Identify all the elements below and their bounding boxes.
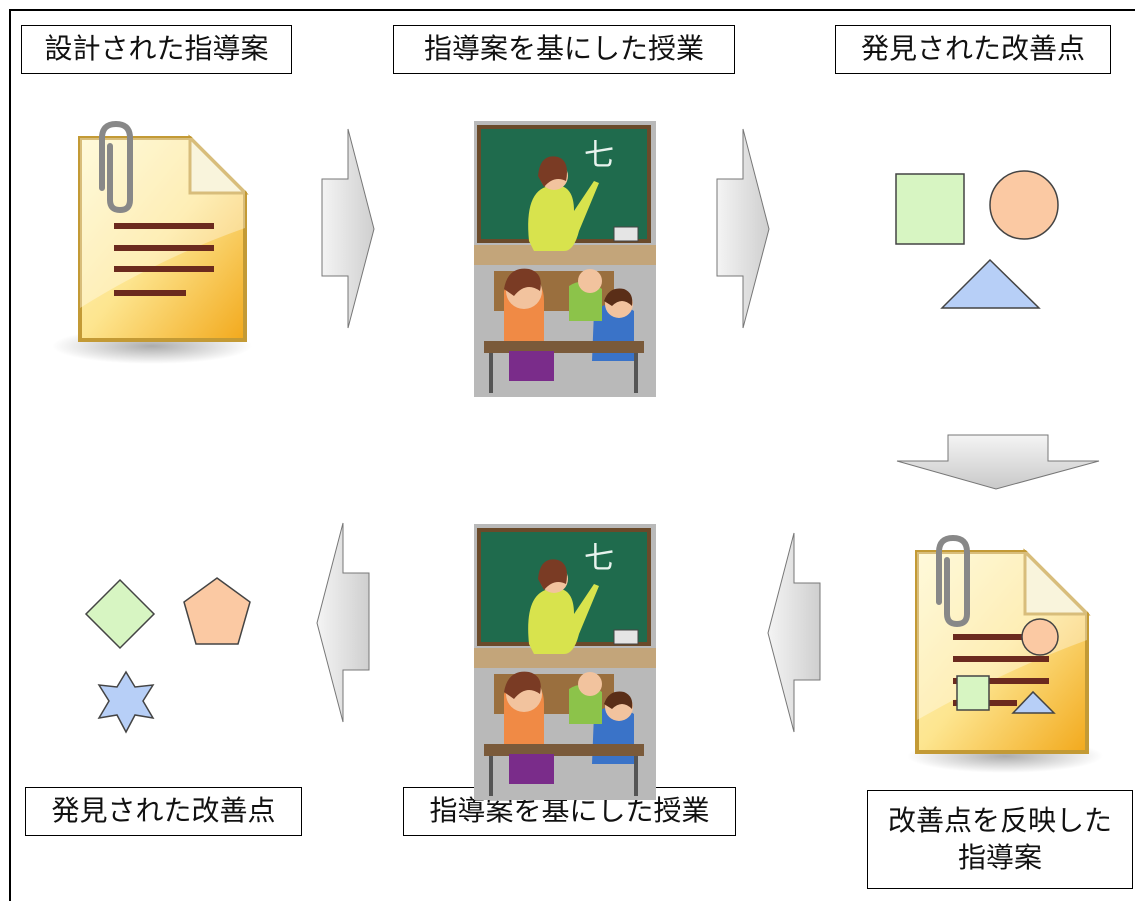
label-revised-plan: 改善点を反映した 指導案 xyxy=(867,790,1133,889)
board-character-bottom: 七 xyxy=(584,541,614,576)
diagram-frame xyxy=(9,9,1135,901)
label-designed-plan: 設計された指導案 xyxy=(21,25,292,74)
label-found-points-bottom: 発見された改善点 xyxy=(25,787,302,836)
classroom-photo-top: 七 xyxy=(474,121,656,397)
arrow-down-icon xyxy=(896,434,1100,490)
revised-document-icon xyxy=(907,534,1103,773)
arrow-right-icon xyxy=(321,128,375,329)
label-found-points-top: 発見された改善点 xyxy=(835,25,1111,74)
classroom-photo-bottom: 七 xyxy=(474,524,656,800)
shapes-variant-icon xyxy=(84,577,251,734)
shapes-icon xyxy=(895,170,1059,309)
label-revised-plan-line1: 改善点を反映した xyxy=(887,804,1112,838)
label-lesson-top: 指導案を基にした授業 xyxy=(393,25,735,74)
label-revised-plan-line2: 指導案 xyxy=(957,840,1042,874)
document-icon xyxy=(52,120,252,364)
arrow-right-icon xyxy=(716,128,770,329)
board-character-top: 七 xyxy=(584,138,614,173)
arrow-left-icon xyxy=(316,522,370,723)
arrow-left-icon xyxy=(767,532,821,733)
